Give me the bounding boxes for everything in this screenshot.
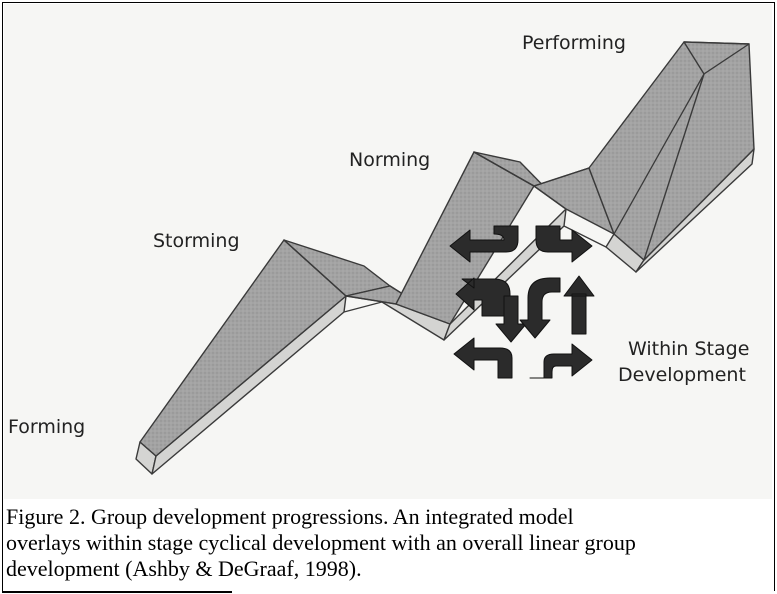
zigzag-band: [135, 41, 755, 475]
ridge-line-3: [613, 43, 750, 235]
ridge-line-4: [343, 301, 383, 313]
cycle-arrow-1-icon: [449, 225, 519, 263]
stage-label-norming: Norming: [349, 149, 431, 171]
band-forming-rise: [139, 239, 347, 457]
stage-label-performing: Performing: [522, 32, 626, 54]
ridge-line-1: [283, 239, 397, 305]
caption-line-1: Figure 2. Group development progressions…: [6, 504, 574, 529]
caption-line-2: overlays within stage cyclical developme…: [6, 530, 636, 555]
band-performing-top: [643, 41, 755, 261]
cycle-arrow-7-icon: [453, 337, 513, 379]
cycle-arrow-5-icon: [519, 277, 561, 339]
ridge-line-5: [563, 225, 607, 248]
ridge-line-2: [473, 151, 590, 187]
figure-caption: Figure 2. Group development progressions…: [6, 504, 772, 582]
cycle-arrow-4-icon: [495, 295, 527, 343]
bottom-rule: [2, 591, 232, 593]
caption-line-3: development (Ashby & DeGraaf, 1998).: [6, 556, 362, 581]
within-stage-label-line1: Within Stage: [628, 338, 750, 360]
group-development-diagram: Forming Storming Norming Performing With…: [4, 4, 772, 499]
stage-label-forming: Forming: [8, 416, 86, 438]
stage-label-storming: Storming: [153, 230, 240, 252]
cycle-arrow-3-icon: [455, 277, 511, 317]
cycle-arrow-2-icon: [535, 225, 593, 263]
cycle-arrow-8-icon: [529, 343, 593, 379]
within-stage-label-line2: Development: [618, 364, 746, 386]
cycle-arrow-6-icon: [563, 275, 595, 335]
